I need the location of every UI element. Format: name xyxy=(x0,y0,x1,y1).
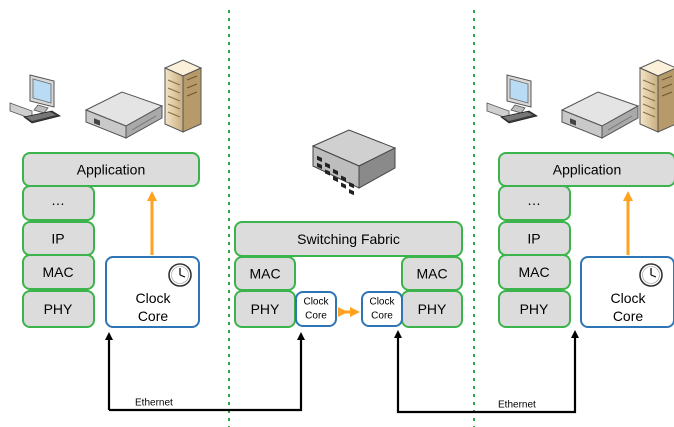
clock-icon xyxy=(168,263,192,287)
desktop-computer-icon xyxy=(9,74,61,124)
ip-label: IP xyxy=(527,231,540,247)
server-tower-icon xyxy=(164,59,202,133)
clock-core-label-line1: Clock xyxy=(135,290,171,306)
server-tower-icon xyxy=(639,59,674,133)
ethernet-link-right xyxy=(396,336,577,414)
switch-clock-core-right-line1: Clock xyxy=(369,297,395,308)
right-host-icons xyxy=(486,59,674,139)
mac-layer xyxy=(22,254,95,290)
ellipsis-layer xyxy=(22,185,95,221)
ethernet-label-left: Ethernet xyxy=(135,398,173,409)
phy-layer xyxy=(22,290,95,328)
switch-clock-core-right-line2: Core xyxy=(371,311,393,322)
phy-layer xyxy=(498,290,571,328)
clock-icon xyxy=(639,263,663,287)
mac-layer xyxy=(498,254,571,290)
switch-mac-right-label: MAC xyxy=(416,266,447,282)
network-switch-icon xyxy=(311,129,397,196)
phy-label: PHY xyxy=(520,301,549,317)
switch-clock-core-left xyxy=(295,291,337,327)
clock-core-label-line1: Clock xyxy=(610,290,646,306)
ellipsis-label: … xyxy=(527,192,541,208)
ethernet-arrowhead-right-a xyxy=(394,330,402,338)
application-layer xyxy=(22,152,200,187)
switch-clock-core-right xyxy=(361,291,403,327)
application-label: Application xyxy=(77,162,146,178)
application-label: Application xyxy=(553,162,622,178)
right-stack: Application … IP MAC PHY Clock Core xyxy=(498,152,674,328)
desktop-computer-icon xyxy=(486,74,538,124)
switch-stack: Switching Fabric MAC MAC PHY PHY Clock C… xyxy=(234,221,463,328)
switching-fabric-layer xyxy=(234,221,463,257)
switch-phy-left-label: PHY xyxy=(251,301,280,317)
network-appliance-icon xyxy=(85,91,163,139)
mac-label: MAC xyxy=(42,264,73,280)
mac-label: MAC xyxy=(518,264,549,280)
switch-clock-core-left-line2: Core xyxy=(305,311,327,322)
ethernet-label-right: Ethernet xyxy=(498,400,536,411)
phy-label: PHY xyxy=(44,301,73,317)
ellipsis-layer xyxy=(498,185,571,221)
left-stack: Application … IP MAC PHY Clock Core xyxy=(22,152,200,328)
clock-core-label-line2: Core xyxy=(138,308,169,324)
switching-fabric-label: Switching Fabric xyxy=(297,231,400,247)
network-appliance-icon xyxy=(561,91,639,139)
application-layer xyxy=(498,152,674,187)
ellipsis-label: … xyxy=(51,192,65,208)
ip-label: IP xyxy=(51,231,64,247)
ethernet-link-left xyxy=(109,332,305,412)
switch-clock-core-left-line1: Clock xyxy=(303,297,329,308)
left-host-icons xyxy=(9,59,202,139)
switch-mac-left-label: MAC xyxy=(249,266,280,282)
ethernet-arrowhead-right-b xyxy=(571,330,579,338)
clock-core-label-line2: Core xyxy=(613,308,644,324)
switch-phy-right-label: PHY xyxy=(418,301,447,317)
